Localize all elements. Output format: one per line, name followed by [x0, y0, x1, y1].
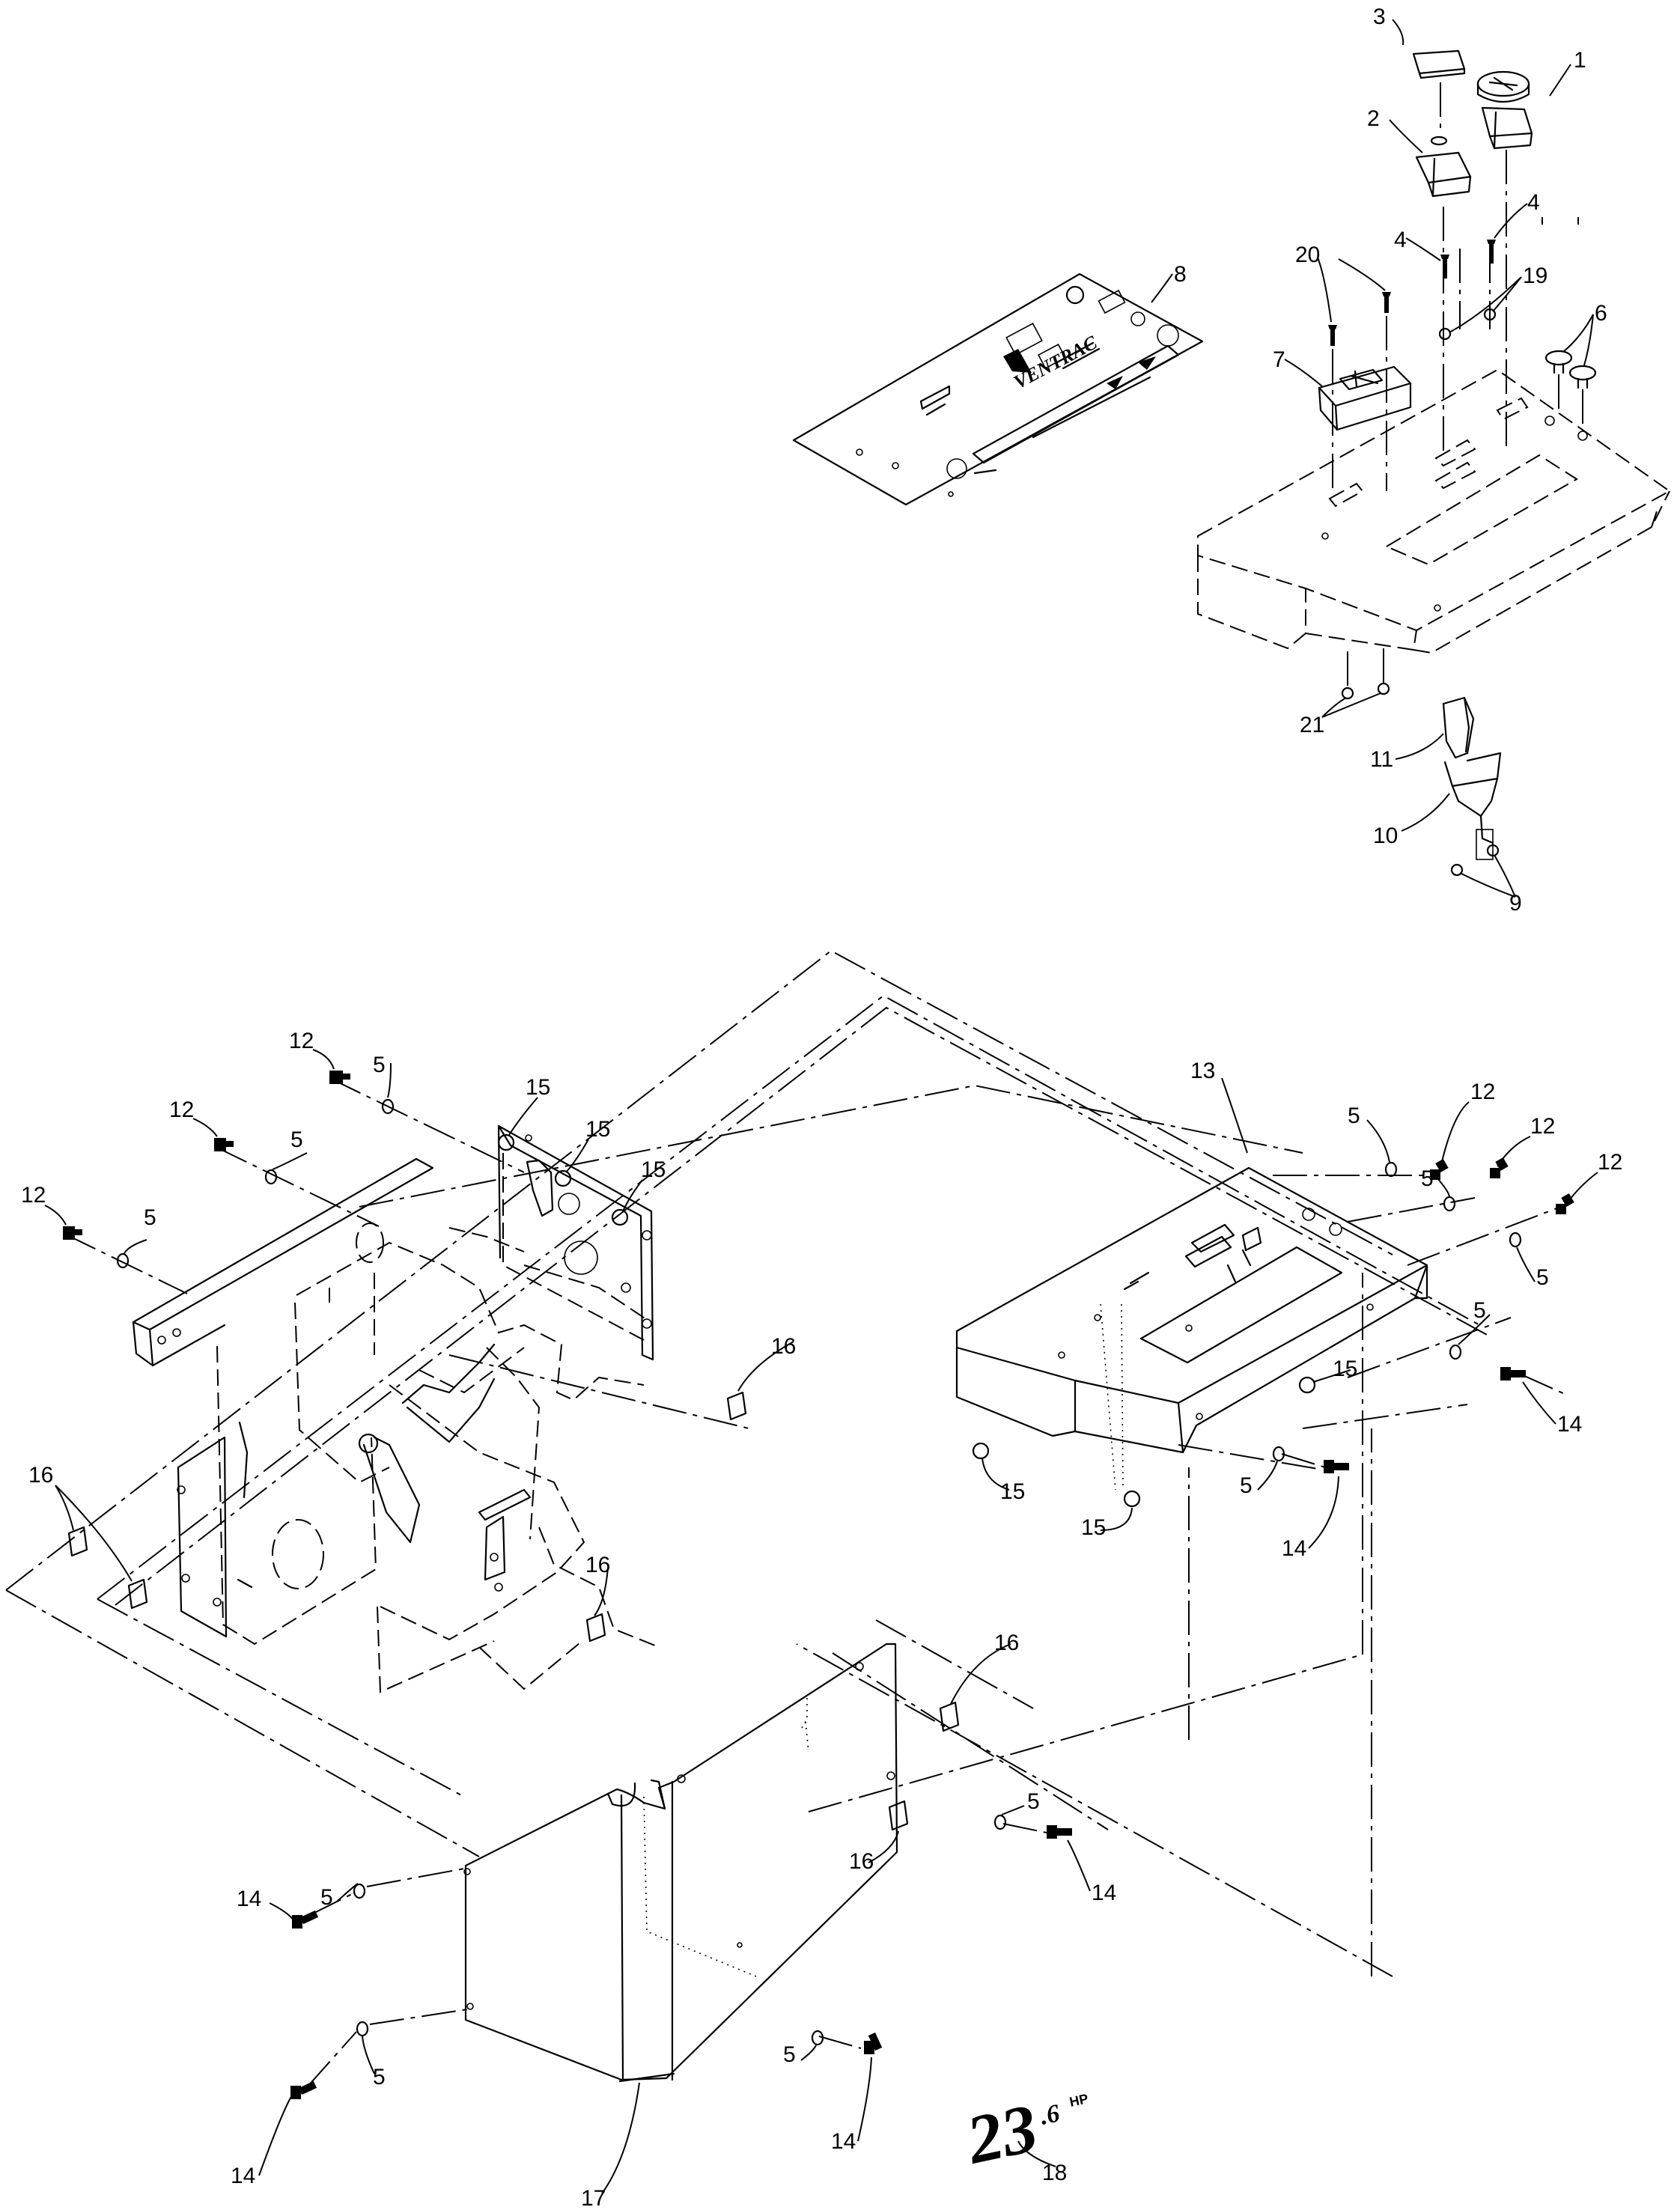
- part-11-knob: [1442, 696, 1475, 759]
- part-14-screws: [290, 1367, 1526, 2099]
- callout-8: 8: [1174, 262, 1187, 287]
- control-panel-assembly: VENTRAC: [792, 49, 1671, 877]
- callout-5-b: 5: [290, 1127, 303, 1152]
- part-9-nuts: [1450, 844, 1500, 877]
- callout-16-b: 16: [771, 1334, 796, 1359]
- callout-5-g: 5: [1473, 1298, 1486, 1323]
- callout-15-a: 15: [526, 1075, 550, 1100]
- callout-12-f: 12: [1598, 1150, 1622, 1175]
- nut-15-c: [1298, 1376, 1316, 1394]
- callout-5-e: 5: [1421, 1166, 1434, 1191]
- callout-5-h: 5: [1240, 1473, 1253, 1498]
- callout-5-f: 5: [1536, 1265, 1549, 1290]
- callout-12-e: 12: [1530, 1114, 1555, 1139]
- callout-1: 1: [1574, 48, 1586, 73]
- callout-11: 11: [1370, 747, 1393, 772]
- callout-14-e: 14: [231, 2164, 255, 2188]
- callout-7: 7: [1273, 347, 1285, 372]
- part-19-nuts: [1438, 308, 1497, 341]
- hp-decal-unit: HP: [1068, 2091, 1090, 2110]
- callout-15-c: 15: [641, 1157, 666, 1182]
- nut-15-a: [972, 1442, 990, 1460]
- part-12-screws-right: [1430, 1157, 1574, 1214]
- hp-decal-decimal: .6: [1038, 2099, 1062, 2130]
- callout-labels: 1 2 3 4 4 6 7 8 9 10 11 19 20 21 12 12 1…: [21, 4, 1622, 2210]
- callout-17: 17: [581, 2186, 606, 2210]
- callout-16-c: 16: [585, 1553, 610, 1577]
- part-8-decal: VENTRAC: [792, 273, 1204, 506]
- part-7-switch-block: [1318, 365, 1412, 431]
- part-3-cap: [1412, 49, 1466, 79]
- part-1-key-switch: [1476, 70, 1533, 150]
- nut-15-b: [1123, 1490, 1141, 1508]
- frame-bracket-left: [132, 1157, 660, 1693]
- part-18-hp-decal: 23 .6 HP: [959, 2089, 1089, 2179]
- callout-14-c: 14: [1092, 1881, 1116, 1905]
- callout-5-c: 5: [144, 1205, 156, 1230]
- leader-lines: [1151, 19, 1594, 1154]
- callout-14-f: 14: [831, 2129, 856, 2154]
- part-16-clips: [67, 1391, 960, 1831]
- callout-19: 19: [1523, 264, 1547, 288]
- callout-13: 13: [1190, 1059, 1215, 1083]
- part-13-panel-lower: [955, 1166, 1428, 1491]
- lower-frame-assembly: 23 .6 HP: [5, 949, 1574, 2179]
- callout-12-d: 12: [1470, 1080, 1495, 1104]
- callout-15-d: 15: [1333, 1357, 1357, 1381]
- callout-14-d: 14: [237, 1887, 261, 1911]
- part-10-lever: [1443, 752, 1502, 860]
- callout-12-a: 12: [289, 1029, 314, 1053]
- part-4-screws: [1440, 240, 1496, 278]
- callout-16-a: 16: [28, 1463, 53, 1488]
- part-12-screws-left: [63, 1071, 350, 1240]
- part-21-nuts: [1341, 682, 1390, 700]
- callout-12-c: 12: [21, 1183, 46, 1208]
- callout-4b: 4: [1527, 190, 1540, 215]
- callout-5-i: 5: [1027, 1789, 1040, 1814]
- part-20-screws: [1328, 292, 1391, 346]
- leader-lines-lower: [44, 1049, 1598, 2194]
- callout-5-l: 5: [783, 2042, 796, 2067]
- callout-12-b: 12: [169, 1098, 194, 1122]
- callout-4a: 4: [1394, 228, 1407, 252]
- callout-6: 6: [1595, 301, 1607, 326]
- hp-decal-main: 23: [959, 2089, 1044, 2179]
- callout-20: 20: [1295, 243, 1320, 267]
- callout-16-d: 16: [994, 1631, 1019, 1655]
- callout-15-f: 15: [1081, 1515, 1106, 1540]
- callout-5-j: 5: [320, 1885, 333, 1910]
- callout-14-b: 14: [1282, 1536, 1306, 1561]
- part-13-panel-upper: [1197, 368, 1671, 654]
- callout-18: 18: [1042, 2161, 1067, 2185]
- callout-2: 2: [1367, 106, 1380, 131]
- callout-14-a: 14: [1557, 1412, 1582, 1437]
- callout-5-d: 5: [1348, 1104, 1360, 1128]
- callout-21: 21: [1300, 713, 1324, 737]
- part-2-switch-housing: [1415, 136, 1472, 198]
- callout-5-k: 5: [373, 2065, 386, 2089]
- callout-15-e: 15: [1000, 1479, 1025, 1504]
- frame-upright-panel: [497, 1124, 654, 1361]
- part-5-washers: [116, 1098, 1522, 2046]
- callout-10: 10: [1373, 824, 1398, 848]
- callout-15-b: 15: [585, 1117, 610, 1142]
- part-6-plugs: [1544, 350, 1597, 389]
- callout-9: 9: [1509, 891, 1522, 916]
- part-17-cover: [463, 1643, 898, 2083]
- callout-3: 3: [1373, 4, 1386, 29]
- callout-5-a: 5: [373, 1053, 386, 1077]
